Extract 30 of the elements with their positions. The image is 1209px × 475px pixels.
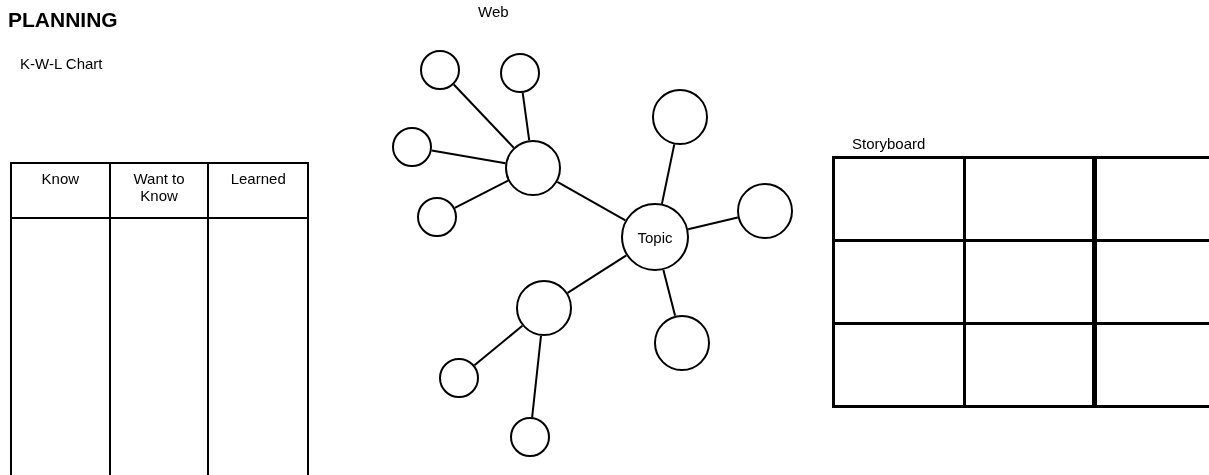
connector-line — [687, 216, 739, 231]
web-circle — [505, 140, 561, 196]
web-circle — [392, 127, 432, 167]
connector-line — [531, 334, 542, 419]
column-header: Want to Know — [132, 170, 186, 204]
column-header: Know — [41, 170, 80, 187]
connector-line — [430, 149, 507, 165]
connector-line — [556, 180, 627, 222]
connector-line — [566, 254, 628, 294]
chart-heading: K-W-L Chart — [20, 55, 103, 72]
web-heading: Web — [478, 3, 509, 20]
connector-line — [452, 83, 515, 149]
heading: PLANNING — [8, 8, 118, 32]
web-circle — [516, 280, 572, 336]
web-circle — [439, 358, 479, 398]
connector-line — [453, 179, 510, 209]
connector-line — [521, 91, 531, 142]
column-header: Learned — [230, 170, 286, 187]
web-circle — [420, 50, 460, 90]
storyboard-heading: Storyboard — [852, 135, 926, 152]
web-circle — [737, 183, 793, 239]
web-circle — [417, 197, 457, 237]
connector-line — [662, 268, 677, 317]
web-circle — [500, 53, 540, 93]
connector-line — [473, 324, 524, 367]
web-circle — [654, 315, 710, 371]
connector-line — [660, 143, 676, 205]
web-circle — [510, 417, 550, 457]
web-circle — [652, 89, 708, 145]
web-circle: Topic — [621, 203, 689, 271]
